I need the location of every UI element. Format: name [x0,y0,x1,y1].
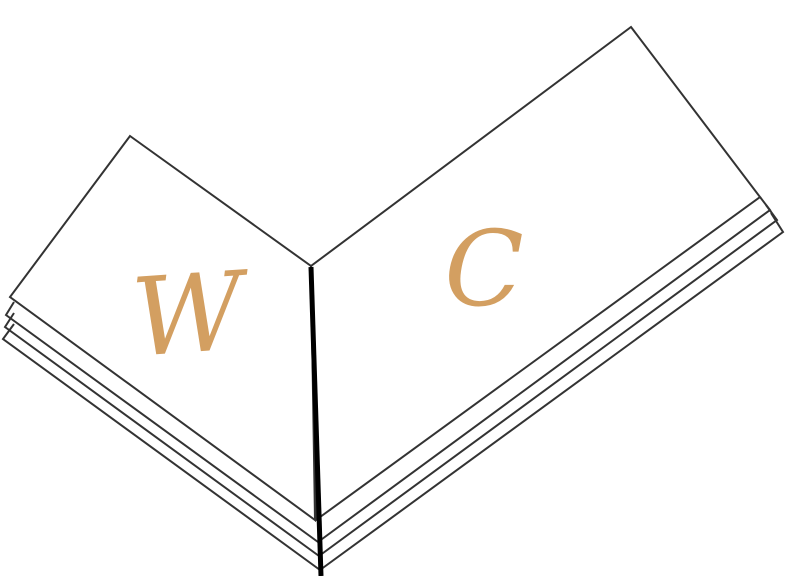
left-sheet-edge-3 [1,323,321,571]
right-page-stack [309,25,785,571]
left-page-letter: W [128,249,255,382]
right-page [309,25,762,522]
right-sheet-edge-1 [317,196,772,543]
right-sheet-edge-3 [319,212,785,571]
left-sheet-edge-1 [4,301,319,543]
left-page-stack [1,134,321,571]
book-spine [308,266,324,576]
right-page-letter: C [444,208,524,330]
